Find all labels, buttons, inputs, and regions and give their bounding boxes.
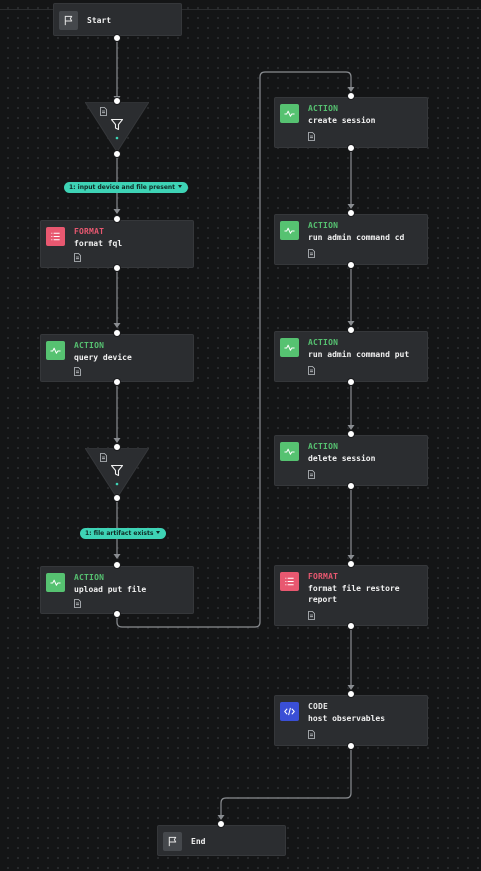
node-title: run admin command cd <box>308 233 405 242</box>
activity-icon <box>280 104 299 123</box>
document-icon <box>308 366 315 375</box>
node-title: upload put file <box>74 585 147 594</box>
node-type: CODE <box>308 702 329 711</box>
node-title: query device <box>74 353 132 362</box>
host-observables-node[interactable]: CODE host observables <box>274 695 428 746</box>
activity-icon <box>46 341 65 360</box>
node-title: create session <box>308 116 376 125</box>
format-report-node[interactable]: FORMAT format file restore report <box>274 565 428 626</box>
port[interactable] <box>347 690 355 698</box>
port[interactable] <box>113 561 121 569</box>
port[interactable] <box>347 92 355 100</box>
document-icon <box>100 107 107 116</box>
node-title: run admin command put <box>308 350 410 359</box>
node-type: ACTION <box>74 573 105 582</box>
flag-icon <box>59 11 78 30</box>
document-icon <box>74 599 81 608</box>
port[interactable] <box>347 430 355 438</box>
filter-node-2[interactable] <box>85 448 149 498</box>
port[interactable] <box>347 622 355 630</box>
document-icon <box>100 453 107 462</box>
port[interactable] <box>347 144 355 152</box>
port[interactable] <box>113 378 121 386</box>
document-icon <box>308 132 315 141</box>
activity-icon <box>280 338 299 357</box>
node-type: ACTION <box>308 104 339 113</box>
document-icon <box>308 611 315 620</box>
wire-upload-create <box>116 71 352 628</box>
start-node[interactable]: Start <box>53 3 182 36</box>
filter-node-1[interactable] <box>85 102 149 152</box>
port[interactable] <box>113 494 121 502</box>
port[interactable] <box>113 215 121 223</box>
node-type: ACTION <box>308 442 339 451</box>
port[interactable] <box>113 34 121 42</box>
document-icon <box>74 253 81 262</box>
end-node[interactable]: End <box>157 825 286 856</box>
funnel-icon <box>110 464 124 477</box>
document-icon <box>308 470 315 479</box>
node-title: format fql <box>74 239 123 248</box>
port[interactable] <box>217 820 225 828</box>
run-admin-put-node[interactable]: ACTION run admin command put <box>274 331 428 382</box>
node-title: host observables <box>308 714 386 723</box>
activity-icon <box>280 221 299 240</box>
port[interactable] <box>347 378 355 386</box>
format-fql-node[interactable]: FORMAT format fql <box>40 220 194 268</box>
port[interactable] <box>347 209 355 217</box>
node-type: ACTION <box>308 221 339 230</box>
document-icon <box>308 730 315 739</box>
delete-session-node[interactable]: ACTION delete session <box>274 435 428 486</box>
port[interactable] <box>347 261 355 269</box>
node-type: FORMAT <box>308 572 339 581</box>
port[interactable] <box>347 482 355 490</box>
wire-code-end <box>220 746 352 818</box>
document-icon <box>74 367 81 376</box>
port[interactable] <box>347 742 355 750</box>
list-icon <box>46 227 65 246</box>
flag-icon <box>163 832 182 851</box>
node-title: format file restore report <box>308 584 400 604</box>
activity-icon <box>46 573 65 592</box>
funnel-icon <box>110 118 124 131</box>
port[interactable] <box>113 264 121 272</box>
activity-icon <box>280 442 299 461</box>
filter1-condition-label[interactable]: 1: input device and file present <box>64 182 189 193</box>
port[interactable] <box>113 97 121 105</box>
node-type: ACTION <box>74 341 105 350</box>
node-type: FORMAT <box>74 227 105 236</box>
start-label: Start <box>87 16 112 25</box>
chevron-down-icon <box>156 531 161 534</box>
filter2-condition-label[interactable]: 1: file artifact exists <box>80 528 167 539</box>
port[interactable] <box>113 610 121 618</box>
list-icon <box>280 572 299 591</box>
canvas-top-border <box>0 9 481 10</box>
upload-put-file-node[interactable]: ACTION upload put file <box>40 566 194 614</box>
port[interactable] <box>347 560 355 568</box>
end-label: End <box>191 837 206 846</box>
document-icon <box>308 249 315 258</box>
node-type: ACTION <box>308 338 339 347</box>
code-icon <box>280 702 299 721</box>
port[interactable] <box>113 329 121 337</box>
create-session-node[interactable]: ACTION create session <box>274 97 428 148</box>
run-admin-cd-node[interactable]: ACTION run admin command cd <box>274 214 428 265</box>
chevron-down-icon <box>178 185 183 188</box>
query-device-node[interactable]: ACTION query device <box>40 334 194 382</box>
port[interactable] <box>113 150 121 158</box>
port[interactable] <box>347 326 355 334</box>
node-title: delete session <box>308 454 376 463</box>
port[interactable] <box>113 443 121 451</box>
